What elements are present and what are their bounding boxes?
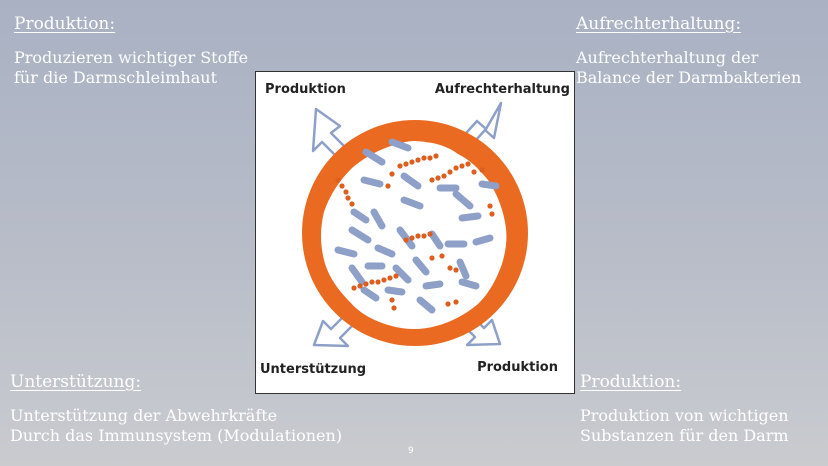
corner-top-left: Produktion: Produzieren wichtiger Stoffe… <box>14 14 248 88</box>
heading-support: Unterstützung: <box>10 372 142 392</box>
bacteria-circle-graphic <box>302 101 528 348</box>
gut-bacteria-illustration: Produktion Aufrechterhaltung Unterstützu… <box>255 71 575 394</box>
corner-bottom-left: Unterstützung: Unterstützung der Abwehrk… <box>10 372 342 446</box>
heading-production: Produktion: <box>14 14 116 34</box>
heading-production-2: Produktion: <box>580 372 682 392</box>
figure-label-maintenance: Aufrechterhaltung <box>434 82 570 97</box>
heading-maintenance: Aufrechterhaltung: <box>576 14 742 34</box>
rod-bacteria-group <box>334 138 500 314</box>
figure-label-support: Unterstützung <box>260 362 367 377</box>
corner-top-right: Aufrechterhaltung: Aufrechterhaltung der… <box>576 14 801 88</box>
text-production2-line-2: Substanzen für den Darm <box>580 426 789 445</box>
coccus-bacteria-group <box>335 153 495 311</box>
corner-bottom-right: Produktion: Produktion von wichtigen Sub… <box>580 372 789 446</box>
text-maintenance-line-1: Aufrechterhaltung der <box>576 48 759 67</box>
text-maintenance-line-2: Balance der Darmbakterien <box>576 68 802 87</box>
text-production2-line-1: Produktion von wichtigen <box>580 406 789 425</box>
text-production-line-2: für die Darmschleimhaut <box>14 68 217 87</box>
text-support-line-2: Durch das Immunsystem (Modulationen) <box>10 426 343 445</box>
text-production-line-1: Produzieren wichtiger Stoffe <box>14 48 249 67</box>
page-number: 9 <box>408 446 414 456</box>
figure-label-production-2: Produktion <box>477 360 558 375</box>
text-support-line-1: Unterstützung der Abwehrkräfte <box>10 406 278 425</box>
figure-label-production: Produktion <box>265 82 346 97</box>
